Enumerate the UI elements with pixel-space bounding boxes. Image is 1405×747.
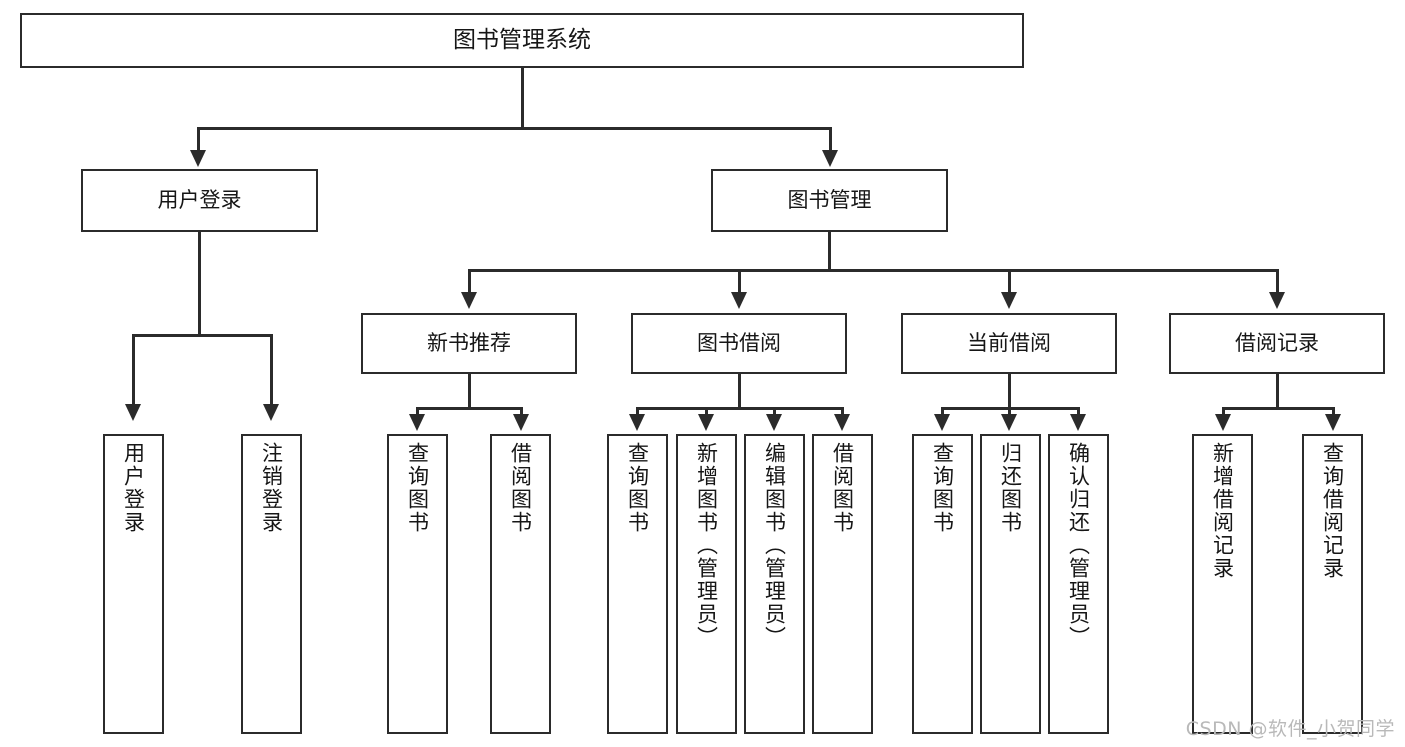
connector-userlogin-bus — [132, 334, 272, 337]
arrow-to-leaf-confirm-return — [1070, 414, 1086, 431]
connector-bookborrow-drop-3 — [773, 407, 776, 416]
node-book-borrow[interactable]: 图书借阅 — [631, 313, 847, 374]
connector-bookborrow-drop-4 — [841, 407, 844, 416]
connector-bookmanage-stem — [828, 232, 831, 271]
connector-userlogin-stem — [198, 232, 201, 336]
connector-borrowrecord-drop-1 — [1222, 407, 1225, 416]
connector-userlogin-drop-1 — [132, 334, 135, 406]
leaf-query-book-current[interactable]: 查询图书 — [912, 434, 973, 734]
arrow-to-leaf-return-book — [1001, 414, 1017, 431]
node-label: 新增图书（管理员） — [694, 442, 719, 649]
connector-l3-drop-2 — [738, 269, 741, 294]
node-label: 图书管理 — [787, 188, 872, 213]
arrow-to-book-borrow — [731, 292, 747, 309]
node-label: 确认归还（管理员） — [1066, 442, 1091, 649]
connector-root-stem — [521, 68, 524, 128]
arrow-to-leaf-query-book-2 — [629, 414, 645, 431]
connector-root-bus — [197, 127, 831, 130]
connector-currentborrow-drop-2 — [1008, 407, 1011, 416]
arrow-to-leaf-borrow-book-2 — [834, 414, 850, 431]
connector-borrowrecord-stem — [1276, 374, 1279, 409]
connector-root-drop-right — [829, 127, 832, 152]
node-label: 用户登录 — [157, 188, 242, 213]
leaf-query-borrow-record[interactable]: 查询借阅记录 — [1302, 434, 1363, 734]
node-label: 查询借阅记录 — [1320, 442, 1345, 580]
connector-bookborrow-stem — [738, 374, 741, 409]
connector-bookborrow-bus — [636, 407, 843, 410]
node-label: 当前借阅 — [967, 331, 1051, 356]
connector-newbook-bus — [416, 407, 522, 410]
connector-borrowrecord-bus — [1222, 407, 1334, 410]
node-borrow-record[interactable]: 借阅记录 — [1169, 313, 1385, 374]
leaf-borrow-book[interactable]: 借阅图书 — [812, 434, 873, 734]
connector-root-drop-left — [197, 127, 200, 152]
node-label: 归还图书 — [998, 442, 1023, 534]
leaf-edit-book-admin[interactable]: 编辑图书（管理员） — [744, 434, 805, 734]
connector-userlogin-drop-2 — [270, 334, 273, 406]
node-book-manage[interactable]: 图书管理 — [711, 169, 948, 232]
connector-bookmanage-bus — [468, 269, 1278, 272]
leaf-return-book[interactable]: 归还图书 — [980, 434, 1041, 734]
node-label: 新增借阅记录 — [1210, 442, 1235, 580]
arrow-to-leaf-query-record — [1325, 414, 1341, 431]
leaf-add-book-admin[interactable]: 新增图书（管理员） — [676, 434, 737, 734]
node-label: 查询图书 — [930, 442, 955, 534]
leaf-confirm-return-admin[interactable]: 确认归还（管理员） — [1048, 434, 1109, 734]
arrow-to-leaf-logout — [263, 404, 279, 421]
connector-l3-drop-4 — [1276, 269, 1279, 294]
connector-borrowrecord-drop-2 — [1332, 407, 1335, 416]
node-new-book-recommend[interactable]: 新书推荐 — [361, 313, 577, 374]
arrow-to-leaf-add-record — [1215, 414, 1231, 431]
node-label: 图书借阅 — [697, 331, 781, 356]
node-root-system[interactable]: 图书管理系统 — [20, 13, 1024, 68]
connector-currentborrow-stem — [1008, 374, 1011, 409]
connector-newbook-drop-1 — [416, 407, 419, 416]
arrow-to-leaf-query-book-1 — [409, 414, 425, 431]
connector-l3-drop-1 — [468, 269, 471, 294]
arrow-to-borrow-record — [1269, 292, 1285, 309]
connector-newbook-stem — [468, 374, 471, 409]
arrow-to-book-manage — [822, 150, 838, 167]
node-label: 查询图书 — [625, 442, 650, 534]
node-label: 借阅图书 — [508, 442, 533, 534]
arrow-to-leaf-user-login — [125, 404, 141, 421]
leaf-logout[interactable]: 注销登录 — [241, 434, 302, 734]
node-label: 用户登录 — [121, 442, 146, 534]
connector-newbook-drop-2 — [520, 407, 523, 416]
arrow-to-user-login — [190, 150, 206, 167]
node-label: 借阅记录 — [1235, 331, 1319, 356]
arrow-to-leaf-borrow-book-1 — [513, 414, 529, 431]
node-label: 图书管理系统 — [453, 27, 591, 54]
connector-l3-drop-3 — [1008, 269, 1011, 294]
node-label: 新书推荐 — [427, 331, 511, 356]
connector-bookborrow-drop-1 — [636, 407, 639, 416]
leaf-query-book-borrow[interactable]: 查询图书 — [607, 434, 668, 734]
arrow-to-leaf-edit-book — [766, 414, 782, 431]
connector-currentborrow-drop-3 — [1077, 407, 1080, 416]
connector-bookborrow-drop-2 — [705, 407, 708, 416]
leaf-user-login[interactable]: 用户登录 — [103, 434, 164, 734]
arrow-to-leaf-add-book — [698, 414, 714, 431]
arrow-to-current-borrow — [1001, 292, 1017, 309]
leaf-query-book-recommend[interactable]: 查询图书 — [387, 434, 448, 734]
arrow-to-leaf-query-book-3 — [934, 414, 950, 431]
node-user-login[interactable]: 用户登录 — [81, 169, 318, 232]
arrow-to-new-book — [461, 292, 477, 309]
node-label: 编辑图书（管理员） — [762, 442, 787, 649]
leaf-add-borrow-record[interactable]: 新增借阅记录 — [1192, 434, 1253, 734]
node-label: 注销登录 — [259, 442, 284, 534]
connector-currentborrow-drop-1 — [941, 407, 944, 416]
node-label: 查询图书 — [405, 442, 430, 534]
leaf-borrow-book-recommend[interactable]: 借阅图书 — [490, 434, 551, 734]
node-label: 借阅图书 — [830, 442, 855, 534]
node-current-borrow[interactable]: 当前借阅 — [901, 313, 1117, 374]
